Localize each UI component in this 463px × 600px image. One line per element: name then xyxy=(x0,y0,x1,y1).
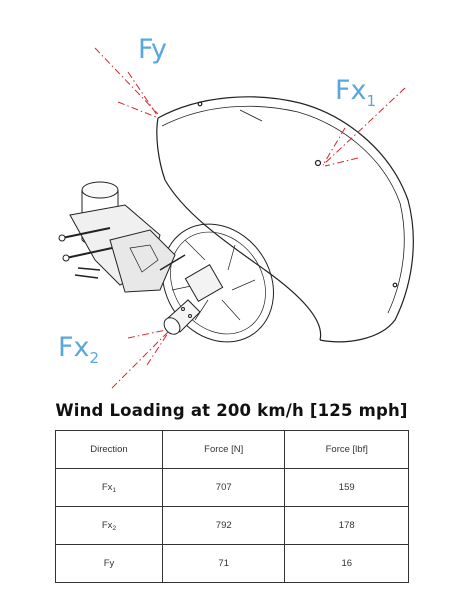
cell-force-lbf: 16 xyxy=(284,544,409,583)
bolt-head xyxy=(58,234,66,242)
fx2-arrow-main xyxy=(111,331,169,389)
fy-arrow-head-2 xyxy=(117,101,157,118)
header-force-n: Force [N] xyxy=(161,430,286,469)
fx1-label-sub: 1 xyxy=(367,92,377,110)
fy-arrow-head-1 xyxy=(127,71,158,116)
fx2-arrow-head-1 xyxy=(127,329,167,339)
fx2-label: Fx2 xyxy=(58,332,99,367)
bracket-nuts xyxy=(74,267,101,279)
direction-subscript: 2 xyxy=(112,524,117,532)
dish-rim-outer xyxy=(157,96,414,343)
dish-bolt xyxy=(314,159,322,167)
header-force-lbf: Force [lbf] xyxy=(284,430,409,469)
mounting-bracket xyxy=(58,181,186,293)
fx2-label-main: Fx xyxy=(58,332,90,363)
fx1-label: Fx1 xyxy=(335,75,376,110)
table-header-row: Direction Force [N] Force [lbf] xyxy=(55,430,409,469)
direction-label: Fx xyxy=(101,481,113,493)
bracket-clamp xyxy=(109,229,176,293)
bolt-head xyxy=(62,254,70,262)
table-row: Fx2 792 178 xyxy=(55,506,409,545)
feed-horn-mouth xyxy=(163,317,181,335)
cell-force-n: 71 xyxy=(161,544,286,583)
hub-ribs xyxy=(171,239,256,321)
cell-force-lbf: 159 xyxy=(284,468,409,507)
cell-force-n: 792 xyxy=(161,506,286,545)
bracket-bolts xyxy=(61,227,113,259)
fx1-arrow-head-2 xyxy=(324,157,359,167)
cell-direction: Fy xyxy=(55,544,163,583)
fx2-arrow-head-2 xyxy=(146,332,169,366)
cell-force-lbf: 178 xyxy=(284,506,409,545)
dish-profile-lower xyxy=(164,179,322,341)
bracket-detail xyxy=(129,244,159,273)
table-title: Wind Loading at 200 km/h [125 mph] xyxy=(55,401,408,420)
dish-reflector xyxy=(156,96,414,343)
feed-screw xyxy=(188,314,192,318)
fx1-label-main: Fx xyxy=(335,75,367,106)
table-row: Fx1 707 159 xyxy=(55,468,409,507)
wind-loading-table: Direction Force [N] Force [lbf] Fx1 707 … xyxy=(55,430,409,583)
feed-block xyxy=(184,264,224,302)
force-arrows xyxy=(94,47,406,389)
dish-rim-left xyxy=(156,117,166,181)
bracket-arm xyxy=(159,254,186,271)
dish-seam xyxy=(239,109,263,122)
fx1-arrow-main xyxy=(322,87,406,166)
dish-rim-inner xyxy=(161,105,405,314)
dish-bolt xyxy=(197,101,203,107)
dish-bolt xyxy=(392,282,398,288)
fx1-arrow-head-1 xyxy=(322,127,346,166)
fy-label: Fy xyxy=(138,34,167,65)
header-direction: Direction xyxy=(55,430,163,469)
direction-label: Fy xyxy=(103,557,115,569)
fx2-label-sub: 2 xyxy=(90,349,100,367)
cell-direction: Fx1 xyxy=(55,468,163,507)
pole-top xyxy=(81,181,119,199)
direction-label: Fx xyxy=(101,519,113,531)
cell-direction: Fx2 xyxy=(55,506,163,545)
feed-screw xyxy=(181,307,185,311)
fy-arrow-main xyxy=(94,47,159,115)
table-row: Fy 71 16 xyxy=(55,544,409,583)
feed-assembly xyxy=(162,223,274,343)
antenna-diagram: Fy Fx1 Fx2 xyxy=(58,34,414,389)
cell-force-n: 707 xyxy=(161,468,286,507)
direction-subscript: 1 xyxy=(112,486,117,494)
